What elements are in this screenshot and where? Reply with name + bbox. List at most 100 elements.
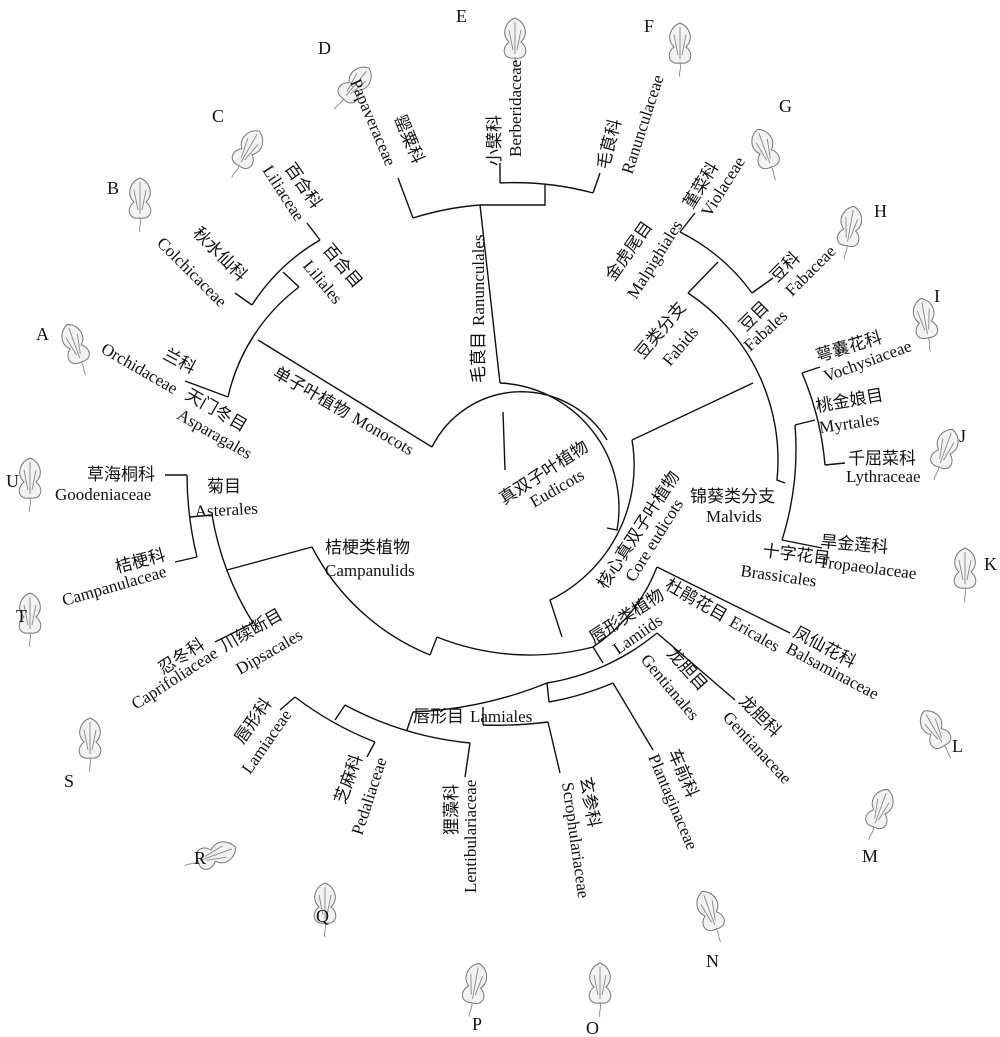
flower-illustration-icon: [751, 128, 780, 181]
flower-illustration-icon: [461, 962, 488, 1017]
family-zh-berberidaceae: 小檗科: [485, 115, 504, 166]
illustration-letter: L: [952, 736, 963, 756]
flower-illustration-icon: [912, 297, 939, 352]
branch-ranunculales-ring: [412, 204, 481, 219]
branch-violaceae: [679, 212, 696, 233]
tree-branches: [165, 163, 846, 778]
branch-asterids-ring-2: [436, 636, 594, 656]
family-en-tropaeolaceae: Tropaeolaceae: [818, 552, 918, 583]
illustration-letter: K: [984, 554, 997, 574]
branch-colchicaceae: [234, 292, 253, 306]
clade-zh-malvids: 锦葵类分支: [690, 487, 775, 506]
flower-illustration-icon: [184, 841, 237, 870]
branch-asterales-ring: [186, 474, 198, 558]
label-zh: 唇形目: [413, 707, 464, 726]
label-zh: 毛茛目: [469, 332, 488, 383]
branch-eudicots-ring: [499, 382, 620, 531]
branch-lamiales-ring-1: [294, 696, 376, 743]
branch-orchidaceae: [184, 380, 229, 398]
label-en: Ranunculales: [469, 234, 488, 326]
taxon-labels: 兰科Orchidaceae天门冬目Asparagales秋水仙科Colchica…: [6, 6, 997, 1037]
illustration-letter: G: [779, 96, 792, 116]
family-zh-lentibulariaceae: 狸藻科: [442, 784, 461, 835]
order-label-lamiales: 唇形目 Lamiales: [413, 707, 532, 726]
branch-asterids-ring: [311, 546, 431, 656]
illustration-letter: F: [644, 16, 654, 36]
illustration-letter: O: [586, 1018, 599, 1037]
branch-lamiids-inner: [546, 632, 658, 684]
illustration-letter: D: [318, 38, 331, 58]
flower-illustration-icon: [588, 962, 612, 1018]
order-label-ranunculales: 毛茛目 Ranunculales: [469, 234, 488, 383]
branch-tropaeolaceae: [781, 539, 823, 549]
branch-angiosperm-ring: [431, 391, 608, 448]
branch-campanulaceae: [174, 556, 198, 563]
clade-en-malvids: Malvids: [706, 507, 762, 526]
family-zh-goodeniaceae: 草海桐科: [87, 465, 155, 484]
clade-zh-campanulids: 桔梗类植物: [325, 538, 410, 557]
flower-illustration-icon: [61, 323, 90, 376]
branch-balsaminaceae: [656, 566, 791, 634]
family-en-campanulaceae: Campanulaceae: [60, 562, 169, 610]
branch-gentianaceae: [656, 632, 736, 701]
branch-ranunculaceae: [592, 172, 601, 194]
branch-myrtales: [794, 419, 816, 426]
illustration-letter: C: [212, 106, 224, 126]
branch-monocots: [257, 339, 433, 448]
branch-lamiales-ring-5: [548, 682, 614, 703]
order-label-ericales: 杜鹃花目Ericales: [662, 575, 783, 656]
branch-plantaginaceae: [612, 682, 654, 751]
illustration-letter: T: [16, 606, 27, 626]
flower-illustrations: [18, 17, 977, 1018]
branch-campanulids-ring: [211, 514, 254, 624]
branch-malvids-ring: [781, 424, 797, 541]
clade-en-campanulids: Campanulids: [325, 561, 415, 580]
branch-ranunc-inner: [480, 185, 546, 206]
branch-lamiales-join-2: [406, 711, 414, 731]
branch-pedaliaceae: [366, 741, 376, 758]
illustration-letter: A: [36, 324, 49, 344]
branch-lamiales-ring-2: [344, 704, 471, 744]
flower-illustration-icon: [231, 130, 264, 178]
illustration-letter: P: [472, 1014, 482, 1034]
flower-illustration-icon: [78, 717, 102, 773]
branch-asterales: [189, 514, 213, 518]
branch-rosids: [631, 382, 754, 441]
branch-caprifoliaceae: [214, 622, 254, 643]
branch-lamiales-join-4: [546, 682, 550, 703]
branch-lythraceae: [824, 462, 846, 466]
flower-illustration-icon: [18, 457, 42, 513]
flower-illustration-icon: [836, 205, 863, 260]
branch-lamiales-ring-4: [482, 721, 549, 726]
illustration-letter: S: [64, 771, 74, 791]
illustration-letter: H: [874, 201, 887, 221]
label-en: Lamiales: [470, 707, 532, 726]
flower-illustration-icon: [696, 890, 725, 943]
illustration-letter: N: [706, 951, 719, 971]
flower-illustration-icon: [668, 22, 692, 78]
branch-liliales-stem: [282, 271, 300, 288]
family-en-goodeniaceae: Goodeniaceae: [55, 485, 151, 504]
branch-fabaceae: [751, 277, 774, 294]
illustration-letter: I: [934, 286, 940, 306]
family-en-berberidaceae: Berberidaceae: [506, 60, 525, 157]
family-en-lentibulariaceae: Lentibulariaceae: [461, 780, 480, 893]
flower-illustration-icon: [128, 177, 152, 233]
order-zh-asterales: 菊目: [207, 477, 241, 496]
branch-lamiales-ring-3: [412, 682, 548, 713]
branch-berb-ranunc-ring: [499, 181, 594, 194]
illustration-letter: M: [862, 846, 878, 866]
illustration-letter: Q: [316, 906, 329, 926]
label-zh: 杜鹃花目: [662, 575, 730, 625]
flower-illustration-icon: [953, 547, 977, 603]
illustration-letter: R: [194, 848, 206, 868]
branch-myrtales-ring: [801, 372, 826, 466]
flower-illustration-icon: [333, 66, 372, 110]
branch-monocot-ring: [227, 286, 300, 398]
branch-fabids: [687, 261, 719, 294]
branch-lamiales-join-1: [334, 704, 346, 721]
illustration-letter: J: [959, 426, 966, 446]
family-en-ranunculaceae: Ranunculaceae: [618, 73, 668, 177]
